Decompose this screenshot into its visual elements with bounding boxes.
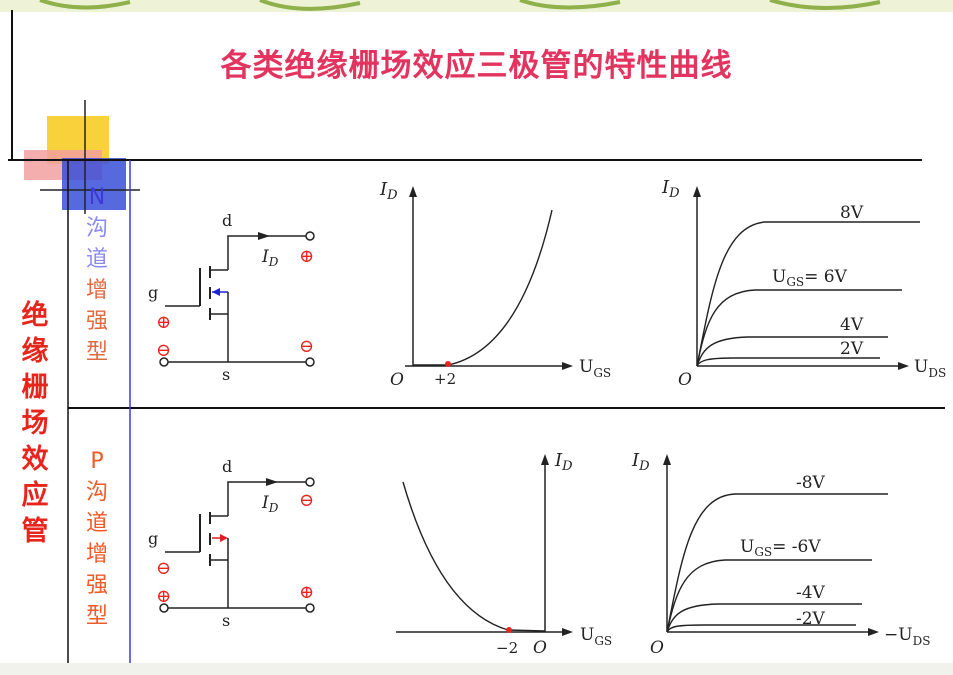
p-type-char: 增 (85, 542, 108, 567)
p-drain-sign: ⊖ (299, 490, 314, 511)
n-drain-sign: ⊕ (299, 246, 314, 267)
logo-decoration (24, 100, 140, 214)
n-curve-label-8v: 8V (840, 203, 864, 223)
n-right-sign: ⊖ (299, 336, 314, 357)
n-transfer-origin: O (390, 370, 404, 390)
n-output-origin: O (678, 370, 692, 390)
p-threshold-label: −2 (496, 639, 518, 657)
n-type-char: 沟 (85, 216, 108, 241)
p-type-char: 道 (85, 511, 108, 536)
side-label-char: 应 (21, 480, 49, 511)
side-label-char: 场 (21, 408, 49, 439)
p-output-x-label: −UDS (884, 625, 930, 648)
n-circuit: d g s ID ⊕ ⊕ ⊖ ⊖ (148, 211, 315, 384)
p-threshold-marker (506, 627, 512, 633)
n-output-curve-4v (696, 336, 888, 367)
p-gate-label: g (148, 529, 158, 548)
n-type-char: 增 (85, 278, 108, 303)
n-gate-sign: ⊕ (156, 312, 171, 333)
p-transfer-origin: O (533, 638, 547, 658)
p-output-curve-2v (666, 624, 856, 633)
n-drain-label: d (222, 211, 232, 230)
n-type-char: N (88, 185, 106, 210)
n-transfer-x-label: UGS (579, 357, 611, 380)
p-gate-sign: ⊖ (156, 558, 171, 579)
n-type-char: 道 (85, 247, 108, 272)
p-curve-label-4v: -4V (796, 583, 826, 603)
n-threshold-label: +2 (434, 370, 456, 388)
bottom-strip (0, 663, 953, 675)
n-curve-label-2v: 2V (840, 339, 864, 359)
n-output-curve-2v (696, 357, 880, 367)
n-threshold-marker (445, 361, 451, 367)
p-type-char: 强 (85, 573, 108, 598)
p-output-curve-6v (666, 559, 872, 633)
top-decoration (0, 0, 953, 12)
p-output-y-label: ID (631, 450, 650, 474)
p-transfer-x-label: UGS (580, 625, 612, 648)
p-curve-label-8v: -8V (796, 473, 826, 493)
n-curve-label-ugs: UGS= 6V (772, 267, 848, 289)
p-transfer-y-label: ID (554, 450, 573, 474)
n-transfer-chart: ID UGS O +2 (379, 179, 611, 390)
n-type-char: 型 (85, 340, 108, 365)
side-label-char: 缘 (21, 336, 49, 367)
n-output-curve-8v (696, 221, 920, 367)
p-transfer-chart: ID UGS O −2 (396, 450, 612, 658)
p-output-curve-8v (666, 493, 888, 633)
p-circuit: d g s ID ⊖ ⊖ ⊕ ⊕ (148, 457, 315, 630)
n-output-chart: ID UDS O 8V UGS= 6V 4V 2V (661, 177, 946, 390)
p-output-origin: O (650, 638, 664, 658)
p-curve-label-2v: -2V (796, 609, 826, 629)
n-output-y-label: ID (661, 177, 680, 201)
slide-title: 各类绝缘栅场效应三极管的特性曲线 (220, 48, 733, 84)
p-drain-label: d (222, 457, 232, 476)
n-curve-label-4v: 4V (840, 315, 864, 335)
p-type-char: 沟 (85, 480, 108, 505)
n-source-sign: ⊖ (156, 340, 171, 361)
n-transfer-y-label: ID (379, 179, 398, 203)
n-type-char: 强 (85, 309, 108, 334)
p-type-label: P 沟 道 增 强 型 (82, 446, 112, 632)
side-label-char: 管 (21, 516, 49, 547)
p-current-arrow (266, 478, 278, 486)
n-source-label: s (222, 365, 230, 384)
p-current-label: ID (261, 493, 279, 515)
n-output-x-label: UDS (914, 357, 946, 380)
p-type-char: P (90, 449, 104, 474)
n-transfer-curve (413, 209, 553, 366)
p-transfer-curve (402, 481, 546, 632)
p-source-label: s (222, 611, 230, 630)
n-type-label: N 沟 道 增 强 型 (82, 182, 112, 368)
p-output-curve-4v (666, 603, 862, 633)
p-right-sign: ⊕ (299, 582, 314, 603)
side-label-char: 效 (21, 444, 49, 475)
side-label: 绝 缘 栅 场 效 应 管 (20, 298, 50, 550)
n-output-curve-6v (696, 289, 902, 367)
p-source-sign: ⊕ (156, 586, 171, 607)
n-current-label: ID (261, 247, 279, 269)
p-output-chart: ID −UDS O -8V UGS= -6V -4V -2V (631, 450, 930, 658)
side-label-char: 栅 (21, 372, 49, 403)
p-type-char: 型 (85, 604, 108, 629)
n-gate-label: g (148, 283, 158, 302)
p-curve-label-ugs: UGS= -6V (740, 537, 821, 559)
side-label-char: 绝 (21, 300, 49, 331)
n-current-arrow (258, 232, 270, 240)
